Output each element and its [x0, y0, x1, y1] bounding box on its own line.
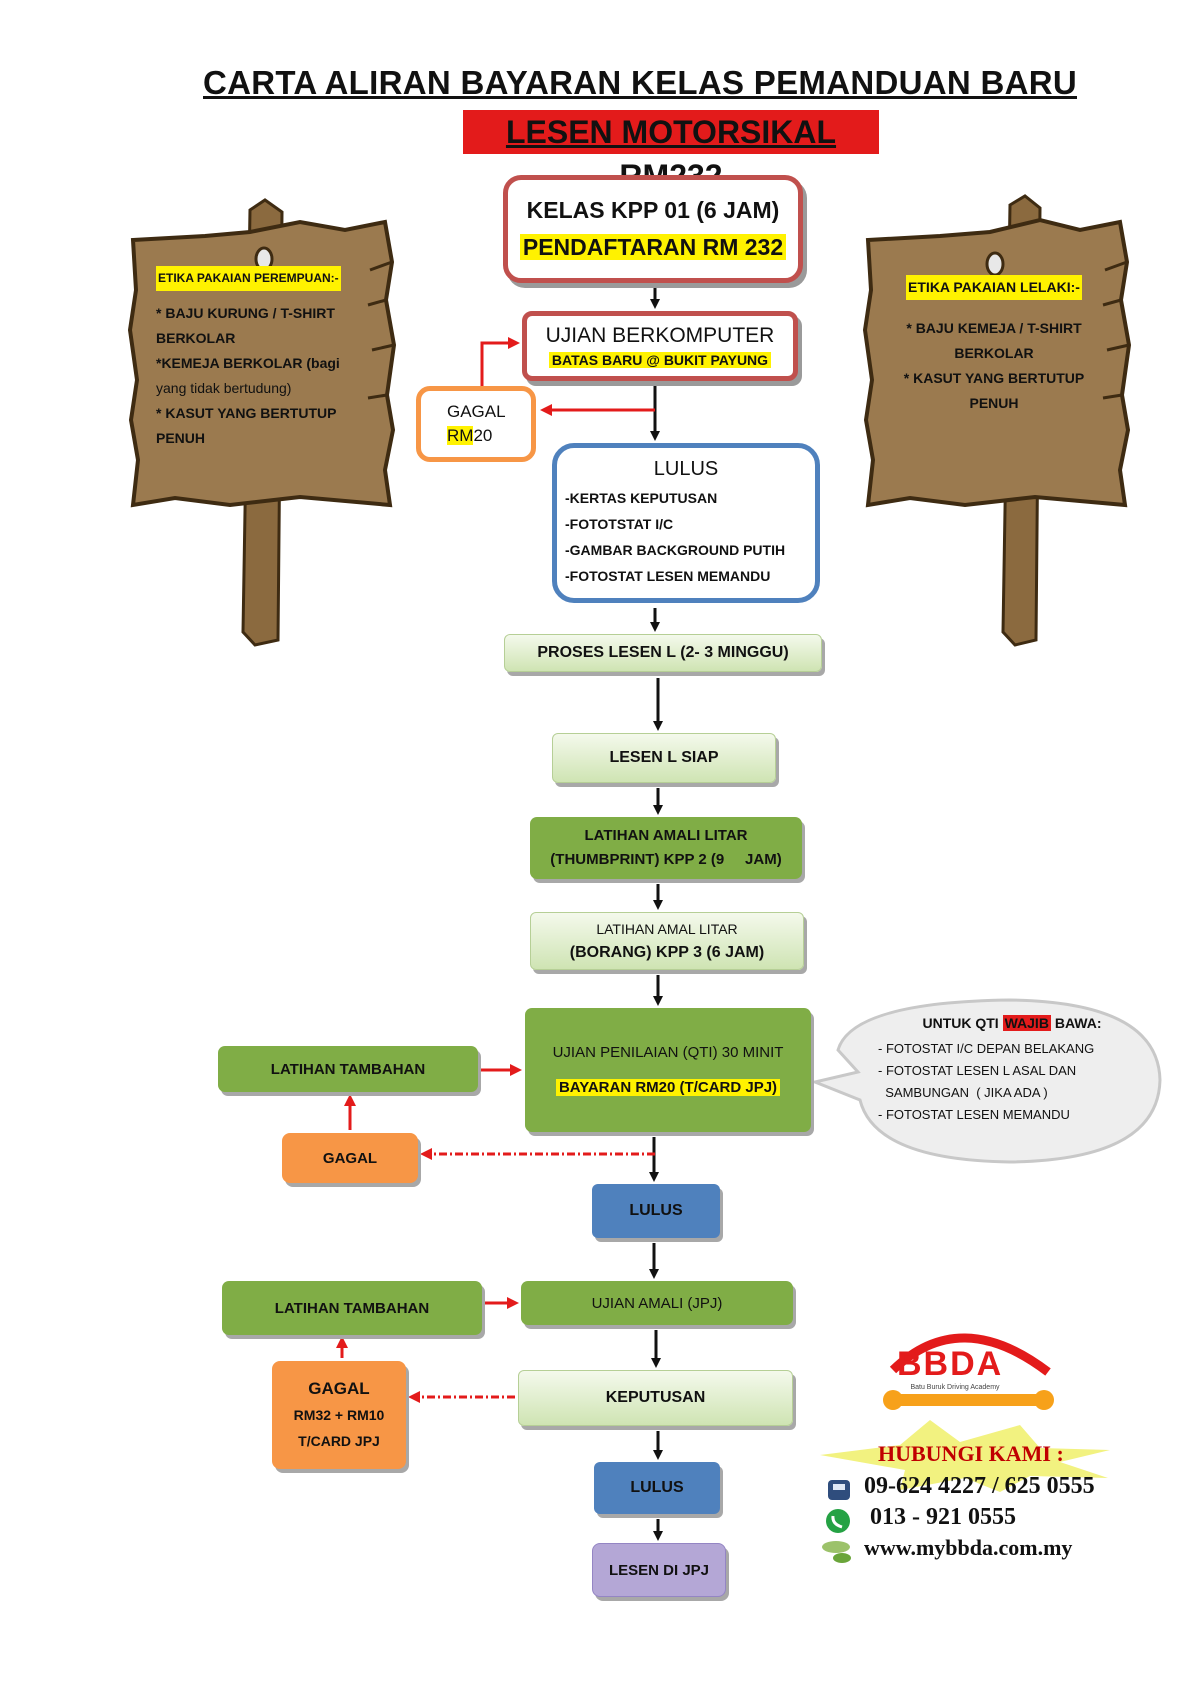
- step-l-license-ready: LESEN L SIAP: [552, 733, 776, 783]
- sign-left-graphic: [127, 198, 397, 647]
- callout-heading: UNTUK QTI WAJIB BAWA:: [878, 1012, 1146, 1034]
- kpp2-line2: (THUMBPRINT) KPP 2 (9 JAM): [550, 851, 782, 868]
- sign-right-graphic: [862, 194, 1132, 647]
- sign-left-line: * BAJU KURUNG / T-SHIRT: [156, 305, 335, 321]
- page-title: CARTA ALIRAN BAYARAN KELAS PEMANDUAN BAR…: [203, 64, 1077, 101]
- logo-tagline: Batu Buruk Driving Academy: [910, 1384, 1000, 1391]
- step-pass-qti: LULUS: [592, 1184, 720, 1238]
- step-circuit-training-kpp3: LATIHAN AMAL LITAR (BORANG) KPP 3 (6 JAM…: [530, 912, 804, 970]
- sign-right-line: BERKOLAR: [954, 345, 1034, 361]
- step-circuit-training-kpp2: LATIHAN AMALI LITAR (THUMBPRINT) KPP 2 (…: [530, 817, 802, 879]
- step-jpj-practical-test: UJIAN AMALI (JPJ): [521, 1281, 793, 1325]
- sign-left-line: * KASUT YANG BERTUTUP: [156, 405, 337, 421]
- callout-bubble: [810, 998, 1162, 1164]
- document-item: -FOTOSTAT LESEN MEMANDU: [565, 568, 771, 584]
- kpp2-line1: LATIHAN AMALI LITAR: [584, 827, 748, 844]
- fail-jpj-fee: RM32 + RM10: [293, 1407, 385, 1423]
- step-fail-jpj: GAGAL RM32 + RM10 T/CARD JPJ: [272, 1361, 406, 1469]
- kpp3-line2: (BORANG) KPP 3 (6 JAM): [569, 944, 765, 961]
- step-computer-test: UJIAN BERKOMPUTER BATAS BARU @ BUKIT PAY…: [522, 311, 798, 381]
- starburst: [820, 1420, 1110, 1492]
- fail-jpj-card: T/CARD JPJ: [298, 1433, 380, 1449]
- step-kpp01-title: KELAS KPP 01 (6 JAM): [526, 197, 780, 223]
- fail-fee-prefix: RM: [447, 426, 474, 445]
- callout-item: - FOTOSTAT LESEN MEMANDU: [878, 1107, 1070, 1122]
- red-arrows: [336, 337, 655, 1403]
- qti-title: UJIAN PENILAIAN (QTI) 30 MINIT: [552, 1044, 784, 1061]
- document-item: -KERTAS KEPUTUSAN: [565, 490, 718, 506]
- step-computer-test-location: BATAS BARU @ BUKIT PAYUNG: [548, 352, 772, 368]
- fail-label: GAGAL: [447, 402, 506, 421]
- globe-icon: [822, 1541, 851, 1563]
- document-item: -FOTOTSTAT I/C: [565, 516, 674, 532]
- step-fail-computer-test: GAGAL RM20: [416, 386, 536, 462]
- bbda-logo: [883, 1333, 1054, 1410]
- phone-icon: [828, 1480, 850, 1500]
- sign-left-text: ETIKA PAKAIAN PEREMPUAN:- * BAJU KURUNG …: [156, 265, 376, 451]
- step-kpp01-fee: PENDAFTARAN RM 232: [519, 234, 787, 260]
- sign-left-line: PENUH: [156, 430, 206, 446]
- flow-arrows: [649, 288, 663, 1541]
- step-pass-final: LULUS: [594, 1462, 720, 1514]
- contact-phone[interactable]: 09-624 4227 / 625 0555: [864, 1473, 1095, 1499]
- callout-heading-mandatory: WAJIB: [1002, 1015, 1051, 1031]
- step-computer-test-title: UJIAN BERKOMPUTER: [545, 324, 775, 347]
- logo-name: BBDA: [897, 1345, 1004, 1383]
- step-extra-training-1: LATIHAN TAMBAHAN: [218, 1046, 478, 1092]
- callout-item: - FOTOSTAT I/C DEPAN BELAKANG: [878, 1041, 1095, 1056]
- step-license-at-jpj: LESEN DI JPJ: [592, 1543, 726, 1597]
- document-item: -GAMBAR BACKGROUND PUTIH: [565, 542, 786, 558]
- callout-heading-pre: UNTUK QTI: [922, 1015, 1003, 1031]
- step-extra-training-2: LATIHAN TAMBAHAN: [222, 1281, 482, 1335]
- step-fail-qti: GAGAL: [282, 1133, 418, 1183]
- kpp3-line1: LATIHAN AMAL LITAR: [596, 921, 738, 937]
- callout-item: - FOTOSTAT LESEN L ASAL DAN: [878, 1063, 1077, 1078]
- contact-heading: HUBUNGI KAMI :: [878, 1441, 1064, 1466]
- step-result: KEPUTUSAN: [518, 1370, 793, 1426]
- callout-requirements: UNTUK QTI WAJIB BAWA: - FOTOSTAT I/C DEP…: [878, 1012, 1146, 1126]
- contact-website[interactable]: www.mybbda.com.my: [864, 1535, 1073, 1560]
- callout-heading-post: BAWA:: [1050, 1015, 1102, 1031]
- sign-left-heading: ETIKA PAKAIAN PEREMPUAN:-: [156, 266, 341, 291]
- sign-right-text: ETIKA PAKAIAN LELAKI:- * BAJU KEMEJA / T…: [884, 275, 1104, 416]
- sign-right-heading: ETIKA PAKAIAN LELAKI:-: [906, 275, 1082, 300]
- step-kpp01-registration: KELAS KPP 01 (6 JAM) PENDAFTARAN RM 232: [503, 175, 803, 283]
- sign-right-line: PENUH: [969, 395, 1019, 411]
- callout-item: SAMBUNGAN ( JIKA ADA ): [878, 1085, 1048, 1100]
- sign-right-line: * BAJU KEMEJA / T-SHIRT: [906, 320, 1082, 336]
- sign-left-line: BERKOLAR: [156, 330, 236, 346]
- step-pass-documents: LULUS -KERTAS KEPUTUSAN -FOTOTSTAT I/C -…: [552, 443, 820, 603]
- contact-whatsapp[interactable]: 013 - 921 0555: [870, 1504, 1016, 1530]
- fail-fee-amount: 20: [473, 426, 493, 445]
- sign-left-line: *KEMEJA BERKOLAR (bagi: [156, 355, 340, 371]
- sign-right-line: * KASUT YANG BERTUTUP: [903, 370, 1085, 386]
- whatsapp-icon: [826, 1509, 850, 1533]
- fail-jpj-label: GAGAL: [308, 1379, 370, 1398]
- sign-left-line: yang tidak bertudung): [156, 380, 292, 396]
- step-process-l-license: PROSES LESEN L (2- 3 MINGGU): [504, 634, 822, 672]
- step-qti-assessment: UJIAN PENILAIAN (QTI) 30 MINIT BAYARAN R…: [525, 1008, 811, 1132]
- qti-fee: BAYARAN RM20 (T/CARD JPJ): [555, 1079, 781, 1096]
- pass-heading: LULUS: [653, 458, 719, 480]
